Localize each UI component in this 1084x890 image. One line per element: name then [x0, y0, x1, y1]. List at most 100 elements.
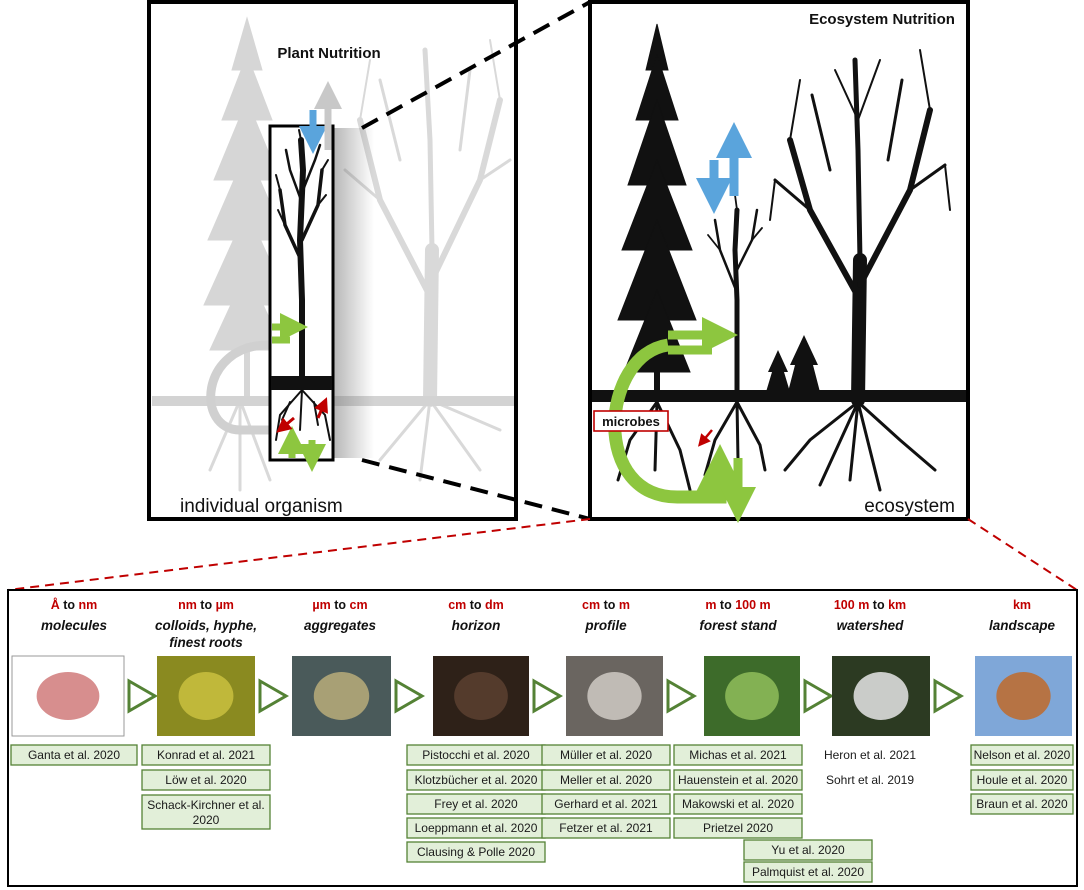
level-name: molecules — [41, 618, 108, 633]
profile-image — [566, 656, 663, 736]
reference-box: Nelson et al. 2020 — [970, 744, 1074, 766]
scale-to: km — [888, 598, 906, 612]
ecosystem-panel-title: Ecosystem Nutrition — [809, 11, 955, 28]
reference-box: Houle et al. 2020 — [970, 769, 1074, 791]
scale-from: Å — [51, 597, 60, 612]
reference-box: Gerhard et al. 2021 — [541, 793, 671, 815]
reference-box: Clausing & Polle 2020 — [406, 841, 546, 863]
scale-range: cm to m — [582, 598, 630, 612]
bush-illustration-2 — [788, 335, 820, 392]
scale-range: µm to cm — [312, 598, 367, 612]
scale-range: cm to dm — [448, 598, 504, 612]
scale-connector-right — [967, 518, 1078, 591]
plant-panel-caption: individual organism — [180, 496, 343, 517]
scale-to-word: to — [600, 598, 619, 612]
reference-box: Prietzel 2020 — [673, 817, 803, 839]
reference-text: Braun et al. 2020 — [976, 797, 1068, 811]
reference-text: Müller et al. 2020 — [560, 748, 652, 762]
colloid-image — [157, 656, 255, 736]
level-name: aggregates — [304, 618, 377, 633]
scale-arrow-triangle — [666, 678, 698, 714]
reference-box: Meller et al. 2020 — [541, 769, 671, 791]
reference-box: Löw et al. 2020 — [141, 769, 271, 791]
scale-column: µm to cm aggregates — [292, 598, 426, 736]
plant-nutrition-panel: Plant Nutrition individual organism — [147, 0, 518, 521]
scale-to: cm — [350, 598, 368, 612]
scale-to-word: to — [466, 598, 485, 612]
scale-to: dm — [485, 598, 504, 612]
reference-box: Michas et al. 2021 — [673, 744, 803, 766]
microbes-box — [593, 410, 669, 432]
reference-text: Ganta et al. 2020 — [28, 748, 120, 762]
scale-arrow-triangle — [803, 678, 835, 714]
reference-box: Klotzbücher et al. 2020 — [406, 769, 546, 791]
reference-text: Heron et al. 2021 — [824, 748, 916, 762]
reference-text: Klotzbücher et al. 2020 — [415, 773, 538, 787]
reference-box: Müller et al. 2020 — [541, 744, 671, 766]
root-red-arrow-left — [276, 416, 295, 433]
faded-broadleaf-illustration — [208, 39, 512, 492]
reference-text: Houle et al. 2020 — [977, 773, 1068, 787]
reference-text: Palmquist et al. 2020 — [752, 865, 864, 879]
level-name: landscape — [989, 618, 1056, 633]
watershed-image — [832, 656, 930, 736]
plant-panel-title: Plant Nutrition — [277, 45, 380, 62]
scale-to-word: to — [60, 598, 79, 612]
reference-box: Makowski et al. 2020 — [673, 793, 803, 815]
level-name: profile — [584, 618, 627, 633]
reference-box: Frey et al. 2020 — [406, 793, 546, 815]
scale-range: 100 m to km — [834, 598, 906, 612]
reference-text: Löw et al. 2020 — [165, 773, 247, 787]
level-name-line2: finest roots — [169, 635, 243, 650]
reference-box: Ganta et al. 2020 — [10, 744, 138, 766]
scale-range: km — [1013, 598, 1031, 612]
scale-to: µm — [216, 598, 234, 612]
landscape-image — [975, 656, 1072, 736]
scale-to-word: to — [331, 598, 350, 612]
zoom-ground — [271, 376, 332, 390]
reference-box: Yu et al. 2020 — [743, 839, 873, 861]
reference-text: Fetzer et al. 2021 — [559, 821, 653, 835]
horizon-image — [433, 656, 529, 736]
ecosystem-panel-caption: ecosystem — [864, 496, 955, 517]
microbes-label: microbes — [602, 414, 660, 429]
reference-text: Nelson et al. 2020 — [974, 748, 1071, 762]
ground-line — [592, 390, 966, 402]
scale-to: nm — [79, 598, 98, 612]
reference-text: Prietzel 2020 — [703, 821, 773, 835]
reference-text: 2020 — [193, 813, 220, 827]
reference-text: Sohrt et al. 2019 — [826, 773, 914, 787]
forest-image — [704, 656, 800, 736]
reference-text: Hauenstein et al. 2020 — [678, 773, 798, 787]
green-cycle-arrow — [608, 338, 746, 504]
scale-to: 100 m — [735, 598, 770, 612]
scale-arrow-triangle — [394, 678, 426, 714]
reference-box: Heron et al. 2021 — [824, 748, 916, 762]
scale-connector-left — [7, 518, 591, 591]
scale-from: m — [705, 598, 716, 612]
scale-from: nm — [178, 598, 197, 612]
scale-to-word: to — [197, 598, 216, 612]
reference-text: Pistocchi et al. 2020 — [422, 748, 530, 762]
scale-range: m to 100 m — [705, 598, 770, 612]
reference-box: Palmquist et al. 2020 — [743, 861, 873, 883]
level-name: watershed — [837, 618, 905, 633]
reference-box: Konrad et al. 2021 — [141, 744, 271, 766]
reference-text: Frey et al. 2020 — [434, 797, 518, 811]
reference-box: Schack-Kirchner et al.2020 — [141, 794, 271, 830]
level-name: colloids, hyphe, — [155, 618, 257, 633]
reference-box: Hauenstein et al. 2020 — [673, 769, 803, 791]
reference-box: Loeppmann et al. 2020 — [406, 817, 546, 839]
reference-box: Pistocchi et al. 2020 — [406, 744, 546, 766]
scale-from: cm — [582, 598, 600, 612]
reference-text: Meller et al. 2020 — [560, 773, 652, 787]
root-red-arrow-right — [314, 397, 328, 419]
scale-to: km — [1013, 598, 1031, 612]
reference-text: Makowski et al. 2020 — [682, 797, 794, 811]
